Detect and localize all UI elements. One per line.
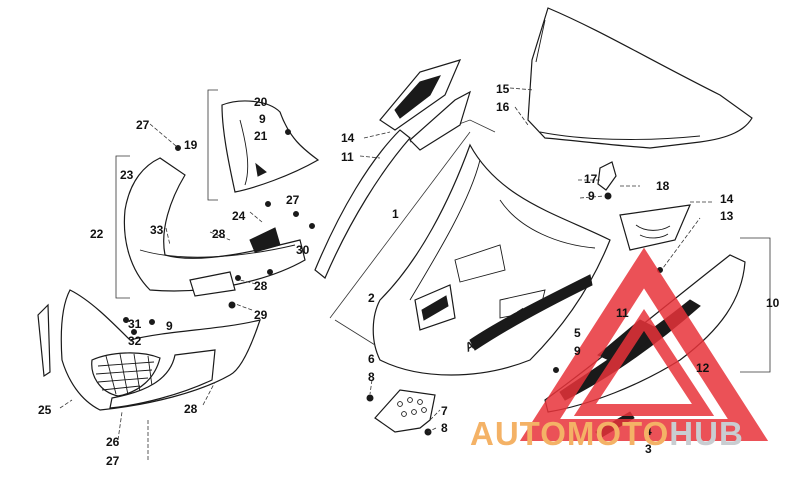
callout-9-bracket: 9 (588, 189, 595, 203)
callout-31: 31 (128, 317, 142, 331)
callout-18: 18 (656, 179, 670, 193)
callout-27-headlight: 27 (136, 118, 150, 132)
callout-4: 4 (645, 424, 652, 438)
callout-25: 25 (38, 403, 52, 417)
watermark-text-hub: HUB (669, 415, 744, 452)
callout-24: 24 (232, 209, 246, 223)
callout-29: 29 (254, 308, 268, 322)
callout-17: 17 (584, 172, 598, 186)
callout-6: 6 (368, 352, 375, 366)
callout-20: 20 (254, 95, 268, 109)
callout-7: 7 (441, 404, 448, 418)
callout-28-mid: 28 (254, 279, 268, 293)
callout-27-lower: 27 (106, 454, 120, 468)
callout-5: 5 (574, 326, 581, 340)
front-grille (91, 352, 161, 397)
callout-33: 33 (150, 223, 164, 237)
callout-13: 13 (720, 209, 734, 223)
callout-9-hood: 9 (574, 344, 581, 358)
watermark-triangle (519, 247, 769, 441)
callout-32: 32 (128, 334, 142, 348)
callout-28-lower: 28 (184, 402, 198, 416)
callout-3: 3 (645, 442, 652, 456)
callout-15: 15 (496, 82, 510, 96)
callout-11-left: 11 (341, 150, 354, 164)
bumper-strip-left (37, 303, 51, 378)
hood-trim-left (314, 129, 411, 279)
callout-26: 26 (106, 435, 120, 449)
callout-12: 12 (696, 361, 710, 375)
callout-1: 1 (392, 207, 399, 221)
callout-8-lower: 8 (441, 421, 448, 435)
callout-22: 22 (90, 227, 104, 241)
callout-9-headlight: 9 (259, 112, 266, 126)
callout-14-left: 14 (341, 131, 355, 145)
callout-11-right: 11 (616, 306, 629, 320)
callout-19: 19 (184, 138, 198, 152)
callout-9-bumper: 9 (166, 319, 173, 333)
windshield-bracket (597, 161, 617, 191)
headlight-cover (221, 100, 320, 193)
watermark-text-automoto: AUTOMOTO (470, 415, 670, 452)
windshield (527, 7, 753, 149)
lower-bumper-trim (109, 349, 216, 409)
callout-10: 10 (766, 296, 780, 310)
callout-30: 30 (296, 243, 310, 257)
callout-8-upper: 8 (368, 370, 375, 384)
callout-23: 23 (120, 168, 134, 182)
callout-28-upper: 28 (212, 227, 226, 241)
watermark-logo: AUTOMOTOHUB (470, 416, 744, 452)
callout-21: 21 (254, 129, 268, 143)
callout-27-bumper: 27 (286, 193, 300, 207)
side-grille (619, 204, 691, 251)
callout-14-right: 14 (720, 192, 734, 206)
callout-2: 2 (368, 291, 375, 305)
callout-16: 16 (496, 100, 510, 114)
